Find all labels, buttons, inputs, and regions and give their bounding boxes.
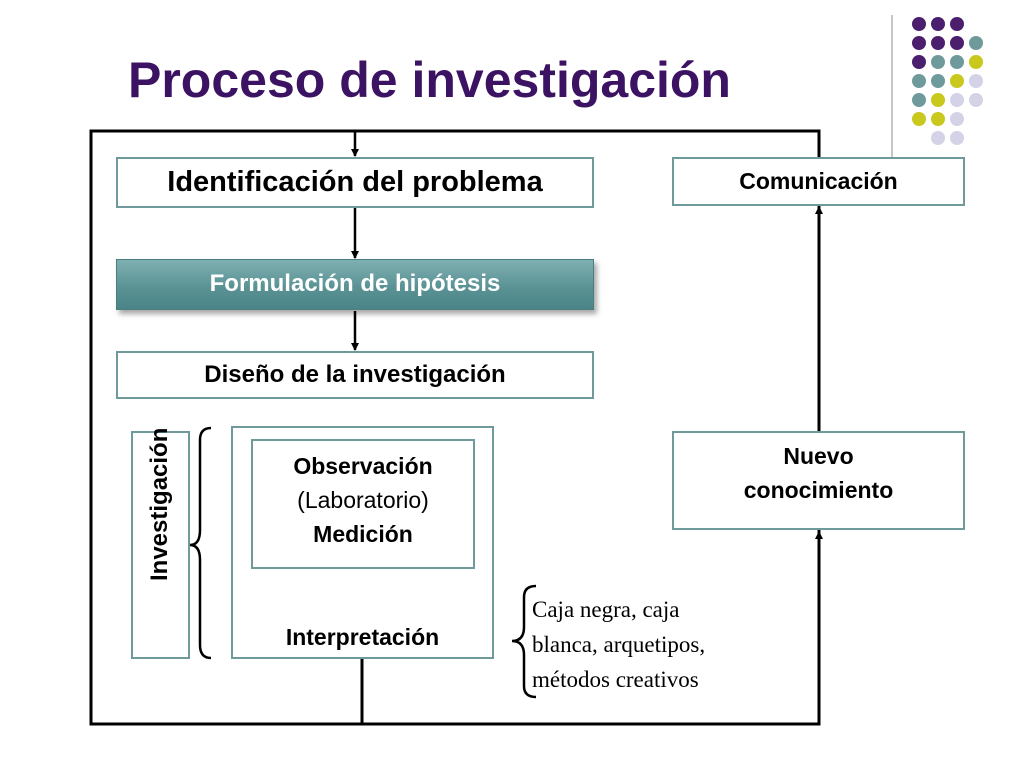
page-title: Proceso de investigación	[128, 52, 731, 108]
caja-line-3: métodos creativos	[532, 667, 699, 692]
laboratorio-label: (Laboratorio)	[297, 487, 429, 513]
decorative-dot	[950, 17, 964, 31]
caja-negra-text: Caja negra, caja blanca, arquetipos, mét…	[532, 592, 772, 697]
decorative-dot	[950, 131, 964, 145]
decorative-dot	[969, 93, 983, 107]
decorative-dot	[931, 55, 945, 69]
decorative-dot	[950, 55, 964, 69]
decorative-dot	[912, 93, 926, 107]
decorative-dot	[931, 17, 945, 31]
formulacion-label: Formulación de hipótesis	[209, 270, 501, 297]
outer-frame-line	[89, 129, 821, 726]
nuevo-label: Nuevo	[783, 443, 854, 469]
medicion-label: Medición	[313, 521, 413, 547]
decorative-dot	[912, 74, 926, 88]
decorative-dot	[950, 112, 964, 126]
decorative-dot	[969, 55, 983, 69]
decorative-dot	[912, 55, 926, 69]
decorative-dot	[969, 74, 983, 88]
decorative-dot-grid	[891, 15, 983, 160]
investigacion-box	[131, 431, 190, 659]
caja-line-1: Caja negra, caja	[532, 597, 680, 622]
decorative-dot	[931, 93, 945, 107]
identificacion-del-problema-box: Identificación del problema	[116, 157, 594, 208]
conocimiento-label: conocimiento	[743, 477, 894, 503]
observacion-box: Observación (Laboratorio) Medición	[251, 439, 475, 569]
decorative-dot	[931, 74, 945, 88]
decorative-dot	[912, 36, 926, 50]
identificacion-label: Identificación del problema	[167, 166, 543, 198]
decorative-dot	[912, 112, 926, 126]
caja-line-2: blanca, arquetipos,	[532, 632, 706, 657]
decorative-dot	[931, 131, 945, 145]
formulacion-de-hipotesis-box: Formulación de hipótesis	[116, 259, 594, 310]
decorative-dot	[969, 36, 983, 50]
decorative-dot	[931, 112, 945, 126]
decorative-dot	[912, 17, 926, 31]
nuevo-conocimiento-box: Nuevo conocimiento	[672, 431, 965, 530]
decorative-dot	[950, 36, 964, 50]
decorative-dot	[950, 74, 964, 88]
investigacion-brace	[189, 426, 212, 660]
comunicacion-box: Comunicación	[672, 157, 965, 206]
investigacion-label: Investigación	[145, 428, 175, 581]
diseno-de-la-investigacion-box: Diseño de la investigación	[116, 351, 594, 399]
interpretacion-label: Interpretación	[285, 624, 440, 650]
observacion-label: Observación	[293, 453, 433, 479]
decorative-dot	[950, 93, 964, 107]
diseno-label: Diseño de la investigación	[204, 361, 506, 388]
comunicacion-label: Comunicación	[739, 168, 898, 194]
dot-grid	[912, 17, 983, 145]
caja-brace	[511, 584, 537, 699]
decorative-dot	[931, 36, 945, 50]
